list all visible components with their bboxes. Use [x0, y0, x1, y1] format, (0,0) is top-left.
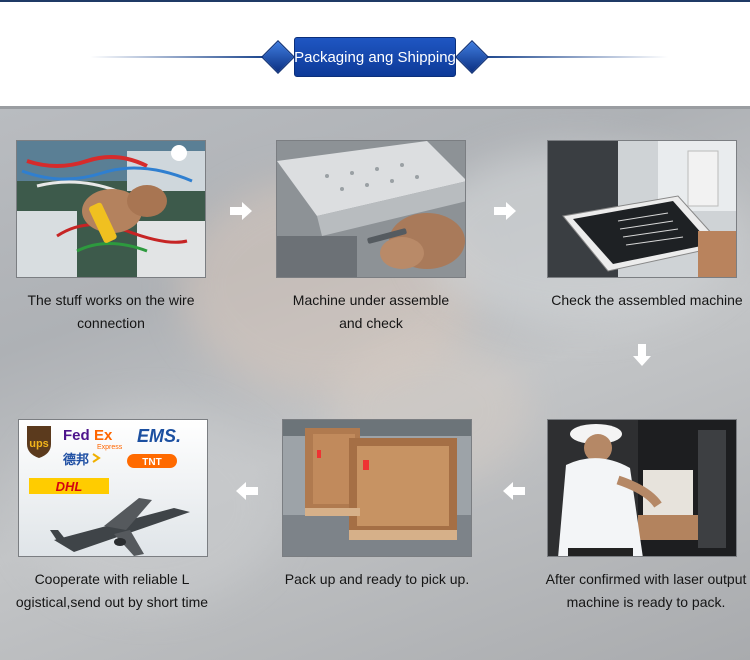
step-1-caption-line1: The stuff works on the wire: [27, 292, 195, 308]
step-2-caption-line2: and check: [339, 315, 403, 331]
header-rule-left: [90, 56, 270, 58]
step-6-caption-line2: ogistical,send out by short time: [15, 594, 209, 610]
ups-logo-icon: [27, 426, 51, 458]
step-3-caption-line1: Check the assembled machine: [551, 292, 743, 308]
step-5-caption: Pack up and ready to pick up.: [262, 568, 492, 591]
ems-logo: EMS.: [137, 426, 181, 446]
arrow-left-icon: [236, 482, 258, 500]
arrow-right-icon: [230, 202, 252, 220]
step-2-caption: Machine under assemble and check: [256, 289, 486, 335]
section-header: Packaging ang Shipping: [0, 0, 750, 106]
diamond-ornament-right: [455, 40, 489, 74]
arrow-left-icon: [503, 482, 525, 500]
step-6-caption-line1: Cooperate with reliable L: [34, 571, 190, 587]
dhl-logo: DHL: [56, 479, 83, 494]
step-2-caption-line1: Machine under assemble: [292, 292, 450, 308]
step-3-caption: Check the assembled machine: [532, 289, 750, 312]
header-top-line: [0, 0, 750, 2]
tnt-logo: TNT: [142, 457, 161, 468]
section-title-badge: Packaging ang Shipping: [294, 37, 456, 77]
header-rule-right: [478, 56, 668, 58]
step-5-caption-line1: Pack up and ready to pick up.: [284, 571, 470, 587]
step-1-caption-line2: connection: [77, 315, 145, 331]
fedex-express: Express: [97, 444, 123, 451]
ups-logo-text: ups: [29, 438, 49, 450]
section-title: Packaging ang Shipping: [294, 48, 456, 66]
step-4-caption-line1: After confirmed with laser output: [545, 571, 747, 587]
step-6-logistics-logos: ups Fed Ex Express EMS. 德邦 TNT DHL: [18, 419, 208, 557]
step-4-caption: After confirmed with laser output machin…: [530, 568, 750, 614]
step-2-photo-assembly: [276, 140, 466, 278]
arrow-down-icon: [633, 344, 651, 366]
arrow-right-icon: [494, 202, 516, 220]
fedex-logo-fed: Fed: [63, 427, 90, 444]
debang-logo: 德邦: [63, 452, 89, 468]
step-4-caption-line2: machine is ready to pack.: [566, 594, 726, 610]
step-1-caption: The stuff works on the wire connection: [0, 289, 226, 335]
process-panel: The stuff works on the wire connection: [0, 106, 750, 660]
step-3-photo-inspection: [547, 140, 737, 278]
step-4-photo-laser-test: [547, 419, 737, 557]
step-6-caption: Cooperate with reliable L ogistical,send…: [0, 568, 227, 614]
fedex-logo-ex: Ex: [94, 427, 113, 444]
step-1-photo-wiring: [16, 140, 206, 278]
diamond-ornament-left: [261, 40, 295, 74]
airplane-icon: [50, 498, 190, 556]
panel-top-edge: [0, 106, 750, 109]
step-5-photo-crates: [282, 419, 472, 557]
